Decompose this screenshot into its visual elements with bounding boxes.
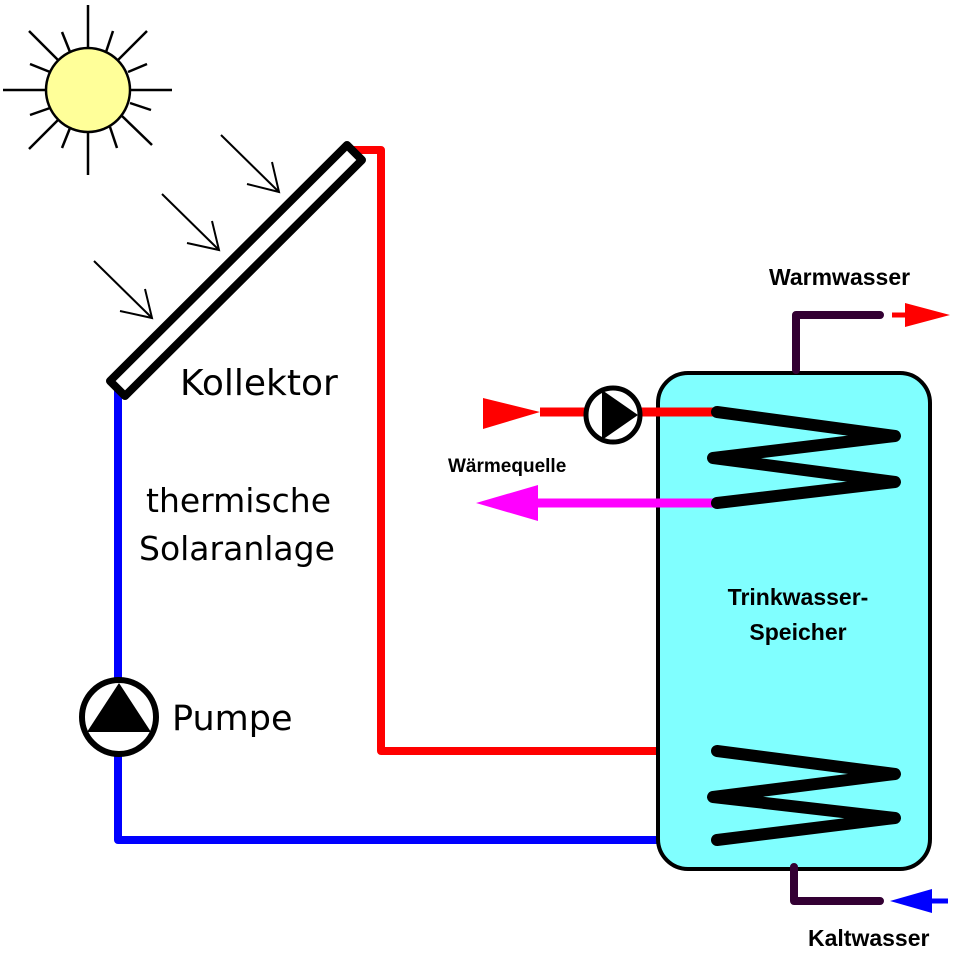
pump-label: Pumpe [172,699,293,739]
solar-pump-icon [79,677,159,757]
sun-icon [3,5,172,175]
storage-label-line1: Trinkwasser- [728,584,869,610]
heat-source-label: Wärmequelle [448,456,566,477]
lower-heat-exchanger-coil [707,745,901,846]
heat-source-pump-icon [583,385,643,445]
hot-pipe-solar [350,146,717,755]
system-label-line2: Solaranlage [139,529,335,568]
sunlight-arrows [93,134,281,320]
hot-water-label: Warmwasser [769,264,910,290]
system-label-line1: thermische [146,481,331,520]
storage-label-line2: Speicher [749,619,846,645]
cold-water-arrow-icon [890,889,948,913]
upper-heat-exchanger-coil [707,406,901,509]
arrow-icon [161,193,221,252]
hot-water-arrow-icon [892,303,950,327]
arrow-left-icon [476,485,538,521]
hot-water-pipe [792,311,884,374]
collector-label: Kollektor [180,363,338,404]
cold-pipe-solar [114,382,717,844]
cold-water-pipe [790,863,884,905]
cold-water-label: Kaltwasser [808,925,930,951]
arrow-right-icon [483,398,540,429]
arrow-icon [93,260,154,320]
arrow-icon [220,134,281,194]
solar-collector-icon [106,141,366,400]
